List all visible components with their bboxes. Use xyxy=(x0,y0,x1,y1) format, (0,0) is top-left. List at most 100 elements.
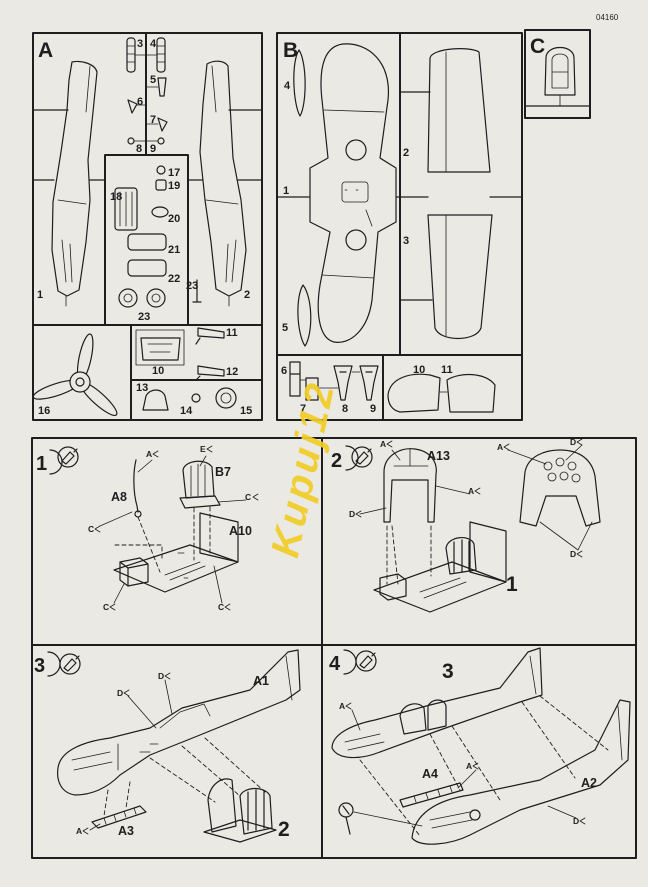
callout-flag: A xyxy=(468,486,481,496)
part-number: 20 xyxy=(168,213,180,225)
part-a4-detail xyxy=(413,785,453,803)
part-b8 xyxy=(333,365,353,401)
part-a11 xyxy=(195,327,225,345)
svg-text:D: D xyxy=(570,549,576,559)
part-number: 14 xyxy=(180,405,193,417)
part-c-canopy-frame xyxy=(551,53,569,107)
part-number: 5 xyxy=(150,74,156,86)
part-label: A10 xyxy=(229,524,252,538)
part-a-wheel-right-hub xyxy=(151,293,161,303)
callout-flag: D xyxy=(573,816,586,826)
part-a8-control-stick xyxy=(133,459,139,513)
step-4-drawing xyxy=(331,647,631,845)
part-a12 xyxy=(195,365,225,381)
part-a1-fuselage-half xyxy=(57,649,301,796)
part-a4-exhaust-strip xyxy=(399,782,464,808)
callout-leaders xyxy=(99,455,247,604)
part-a8 xyxy=(127,137,135,145)
svg-text:A: A xyxy=(380,439,386,449)
steps-frame xyxy=(31,437,637,859)
part-b7-seat-base xyxy=(179,495,221,509)
svg-text:A: A xyxy=(466,761,472,771)
callout-flag: C xyxy=(88,524,101,534)
part-number: 12 xyxy=(226,366,238,378)
assembly-2-floor xyxy=(203,819,277,843)
callout-flag: D xyxy=(570,549,583,559)
part-number: 2 xyxy=(244,289,250,301)
svg-text:A: A xyxy=(497,442,503,452)
callout-flag: A xyxy=(380,439,393,449)
part-a14 xyxy=(191,393,201,403)
part-number: 13 xyxy=(136,382,148,394)
callout-flags: A E C C C C A A D A D D D D A A A D xyxy=(76,437,586,836)
step-1-drawing xyxy=(99,455,247,604)
glue-tube-icon xyxy=(59,653,81,675)
part-number: 22 xyxy=(168,273,180,285)
part-a3-exhaust-detail xyxy=(126,45,136,63)
sprue-a xyxy=(32,32,263,421)
part-a22 xyxy=(127,259,167,277)
part-number: 4 xyxy=(150,38,157,50)
callout-flag: D xyxy=(158,671,171,681)
assembly-1-seat xyxy=(445,537,477,575)
callout-flag: D xyxy=(349,509,362,519)
svg-text:D: D xyxy=(570,437,576,447)
callout-flag: D xyxy=(570,437,583,447)
part-instrument-panel xyxy=(519,449,601,527)
assembly-1-floor xyxy=(373,561,507,613)
part-a3-exhaust xyxy=(126,37,136,73)
part-number: 23 xyxy=(138,311,150,323)
callout-flag: D xyxy=(117,688,130,698)
part-a1-fuselage-left xyxy=(51,60,98,297)
part-a3-detail xyxy=(103,807,137,825)
part-a5 xyxy=(157,77,167,97)
part-a9 xyxy=(157,137,165,145)
assembly-guide-lines xyxy=(103,737,266,817)
step-2-drawing xyxy=(359,444,601,613)
part-number: 15 xyxy=(240,405,252,417)
part-a13-detail xyxy=(393,448,429,467)
part-a18-detail xyxy=(119,191,133,227)
glue-tube-icon xyxy=(351,446,373,468)
part-label: A3 xyxy=(118,824,134,838)
part-b6 xyxy=(289,361,301,397)
part-number: 16 xyxy=(38,405,50,417)
step-number: 2 xyxy=(331,450,342,472)
part-b4 xyxy=(293,49,306,117)
part-a7 xyxy=(157,117,168,132)
part-number: 4 xyxy=(284,80,291,92)
part-number: 3 xyxy=(403,235,409,247)
part-a10-floor-detail xyxy=(164,552,206,581)
sprue-b-label: B xyxy=(283,39,298,62)
step-4-bracket xyxy=(343,649,357,675)
part-label: A1 xyxy=(253,674,269,688)
part-label: A2 xyxy=(581,776,597,790)
instrument-gauges xyxy=(543,457,581,483)
part-number: 7 xyxy=(150,114,156,126)
assembly-guide-lines xyxy=(114,506,211,573)
part-number: 1 xyxy=(37,289,43,301)
part-c-canopy xyxy=(544,46,576,96)
sprue-a-label: A xyxy=(38,39,53,62)
part-number: 17 xyxy=(168,167,180,179)
part-b1-panel-lines xyxy=(321,109,385,279)
assembly-2-frame xyxy=(207,778,237,833)
svg-text:C: C xyxy=(103,602,109,612)
callout-flag: A xyxy=(339,701,352,711)
part-number: 1 xyxy=(283,185,289,197)
part-label: 1 xyxy=(506,573,518,596)
part-a16-propeller xyxy=(32,333,118,416)
part-b1-center-detail xyxy=(341,181,369,203)
part-number: 11 xyxy=(441,364,453,376)
part-a4-exhaust-detail xyxy=(156,45,166,63)
assembly-3-fuselage-half xyxy=(331,647,543,759)
part-a15-inner xyxy=(220,392,232,404)
part-a2-detail xyxy=(205,65,239,307)
callout-flag: A xyxy=(466,761,479,771)
assembly-guide-lines xyxy=(359,695,609,837)
svg-text:C: C xyxy=(88,524,94,534)
step-number: 3 xyxy=(34,655,45,677)
callout-flag: E xyxy=(200,444,213,454)
part-number: 21 xyxy=(168,244,180,256)
part-number: 8 xyxy=(342,403,348,415)
